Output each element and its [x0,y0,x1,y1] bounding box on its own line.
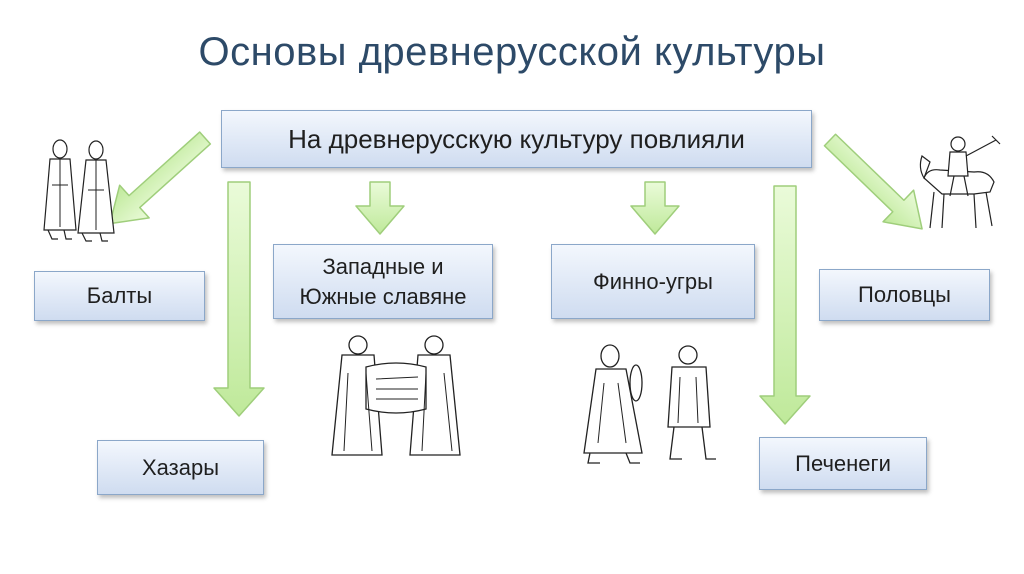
node-balts: Балты [34,271,205,321]
root-box: На древнерусскую культуру повлияли [221,110,812,168]
node-label: Хазары [141,454,220,480]
arrow-to-khazars [213,181,265,417]
node-label-line1: Западные и [322,253,444,279]
peasant-figures [583,344,716,464]
node-polovtsy: Половцы [819,269,990,321]
node-label: Печенеги [795,450,891,476]
root-label: На древнерусскую культуру повлияли [288,124,745,154]
monks-with-scroll-figure [331,335,461,456]
node-khazars: Хазары [97,440,264,495]
node-label-line2: Южные славяне [299,283,467,309]
node-label: Балты [86,283,153,308]
node-slavs: Западные и Южные славяне [273,244,493,319]
slide-title: Основы древнерусской культуры [198,30,826,74]
node-pechenegs: Печенеги [759,437,927,490]
arrow-to-polovtsy [823,133,923,230]
two-women-figure [43,139,115,242]
arrow-to-finno [630,181,680,235]
horse-rider-figure [919,135,1001,229]
arrow-to-balts [109,131,212,225]
node-label: Половцы [858,282,951,307]
node-label: Финно-угры [593,268,713,294]
node-finno: Финно-угры [551,244,755,319]
arrow-to-slavs [355,181,405,235]
arrow-to-pechenegs [759,185,811,425]
